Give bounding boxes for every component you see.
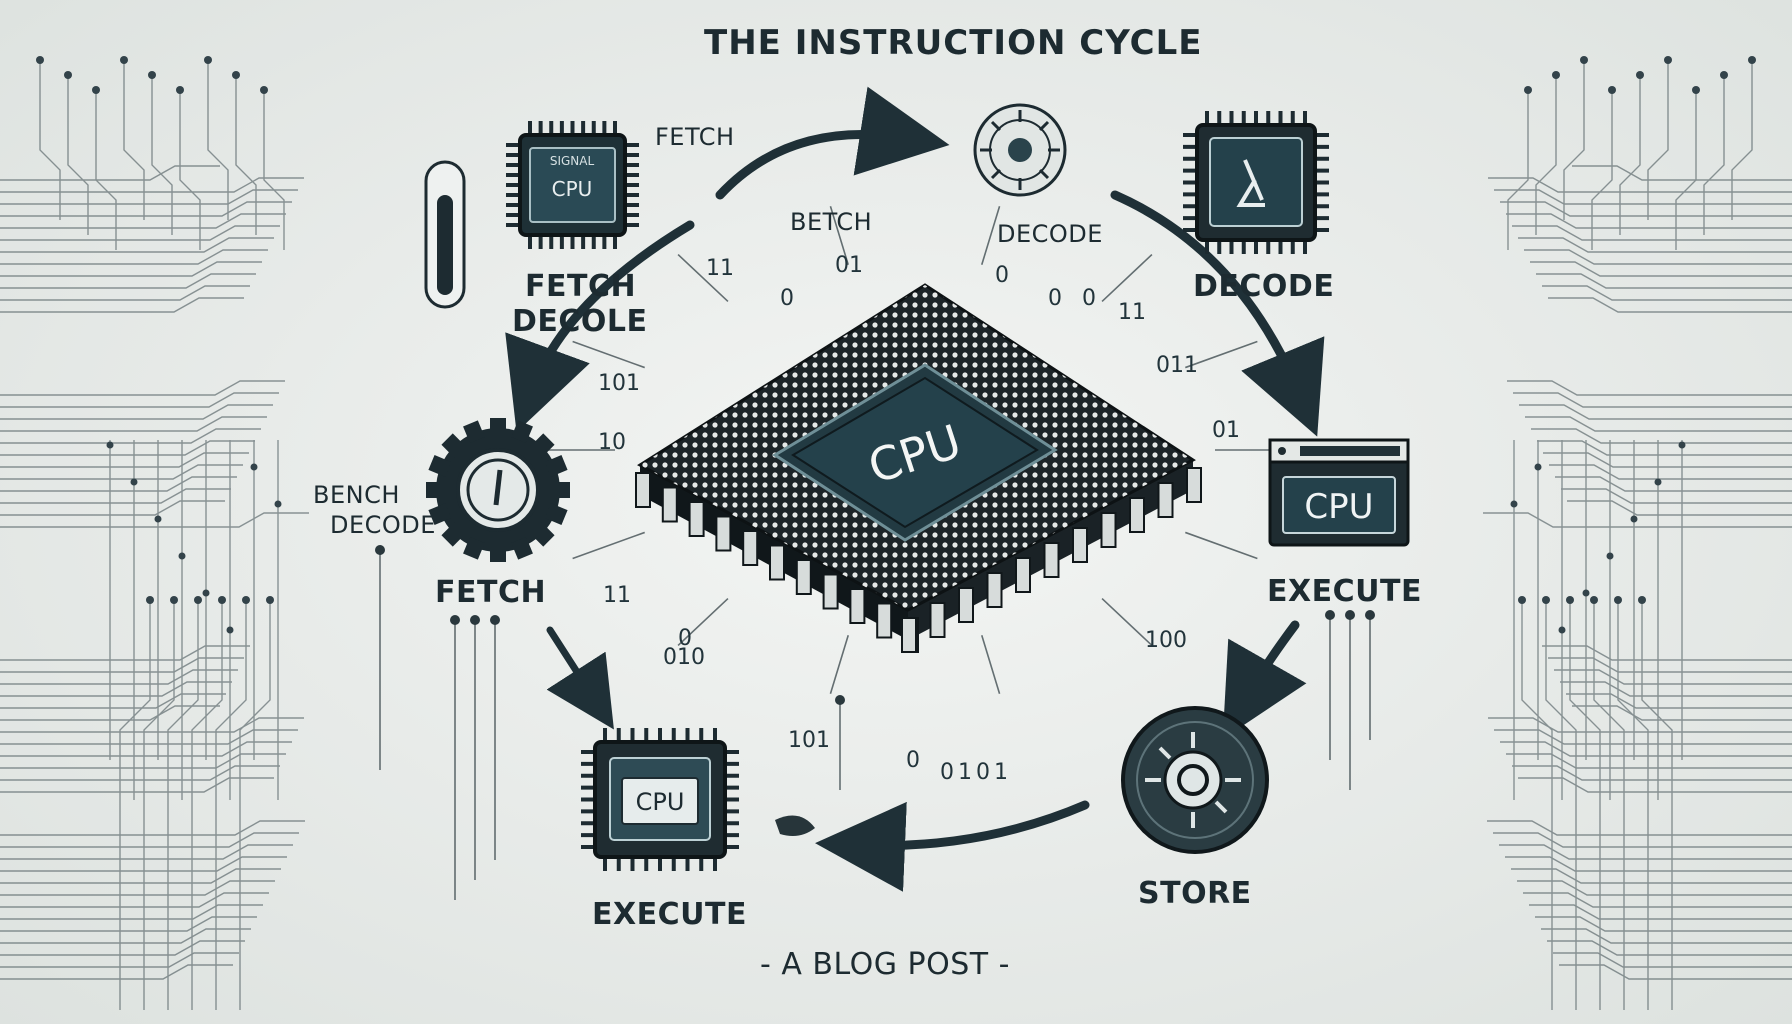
svg-text:CPU: CPU <box>1304 487 1373 527</box>
svg-text:SIGNAL: SIGNAL <box>550 154 595 168</box>
label-execute-right: EXECUTE <box>1267 574 1422 609</box>
arrow-decode-to-execute <box>1110 190 1325 437</box>
binary-digit: 11 <box>603 583 631 608</box>
label-decode-small: DECODE <box>997 220 1103 248</box>
chip-pins <box>635 467 1202 653</box>
arrow-fetch-to-execute <box>546 626 614 730</box>
binary-digit: 0 <box>1082 286 1096 311</box>
page-title: THE INSTRUCTION CYCLE <box>704 23 1203 63</box>
gear-icon <box>973 103 1067 197</box>
binary-digit: 101 <box>598 371 640 396</box>
cpu-chip-icon-execute: CPU <box>581 728 739 871</box>
cycle-arrows <box>505 86 1325 892</box>
label-betch: BETCH <box>790 208 873 236</box>
blog-subtitle: - A BLOG POST - <box>760 947 1010 982</box>
binary-digit: 100 <box>1145 628 1187 653</box>
binary-digit: 0 <box>906 748 920 773</box>
binary-digit: 0 <box>940 760 954 785</box>
svg-text:CPU: CPU <box>552 177 593 201</box>
arrow-fetch-to-decode <box>715 86 950 200</box>
clock-gear-icon <box>426 418 570 562</box>
binary-digit: 0 <box>1048 286 1062 311</box>
binary-digit: 0 <box>678 626 692 651</box>
binary-digit: 0 <box>995 263 1009 288</box>
label-execute-bottom: EXECUTE <box>592 897 747 932</box>
central-cpu-chip: CPU <box>635 283 1202 653</box>
decoration-blob <box>775 815 815 836</box>
label-store: STORE <box>1138 876 1252 911</box>
label-fetch-decole-1: FETCH <box>525 269 637 304</box>
arrow-store-to-execute <box>815 800 1090 892</box>
binary-digit: 010 <box>663 645 705 670</box>
binary-digit: 1 <box>994 760 1008 785</box>
binary-digit: 101 <box>788 728 830 753</box>
label-fetch-decole-2: DECOLE <box>512 304 648 339</box>
label-bench: BENCH <box>313 481 400 509</box>
label-decode-big: DECODE <box>1193 269 1335 304</box>
label-fetch-left: FETCH <box>435 575 547 610</box>
cpu-chip-icon: SIGNAL CPU <box>506 121 639 249</box>
arrow-loop-left <box>505 220 695 433</box>
binary-digit: 0 <box>976 760 990 785</box>
binary-digit: 01 <box>1212 418 1240 443</box>
binary-digit: 011 <box>1156 353 1198 378</box>
chip-lambda-icon <box>1183 111 1329 254</box>
arrow-execute-to-store <box>1222 620 1307 740</box>
svg-text:CPU: CPU <box>636 788 685 816</box>
binary-digit: 01 <box>835 253 863 278</box>
binary-digit: 11 <box>706 256 734 281</box>
window-cpu-icon: CPU <box>1268 438 1410 547</box>
binary-digit: 1 <box>958 760 972 785</box>
binary-digit: 0 <box>780 286 794 311</box>
binary-digit: 11 <box>1118 300 1146 325</box>
store-gear-icon <box>1121 706 1269 854</box>
binary-digit: 10 <box>598 430 626 455</box>
label-bench-decode: DECODE <box>330 511 436 539</box>
thermometer-icon <box>424 160 466 309</box>
label-fetch-top: FETCH <box>655 123 735 151</box>
